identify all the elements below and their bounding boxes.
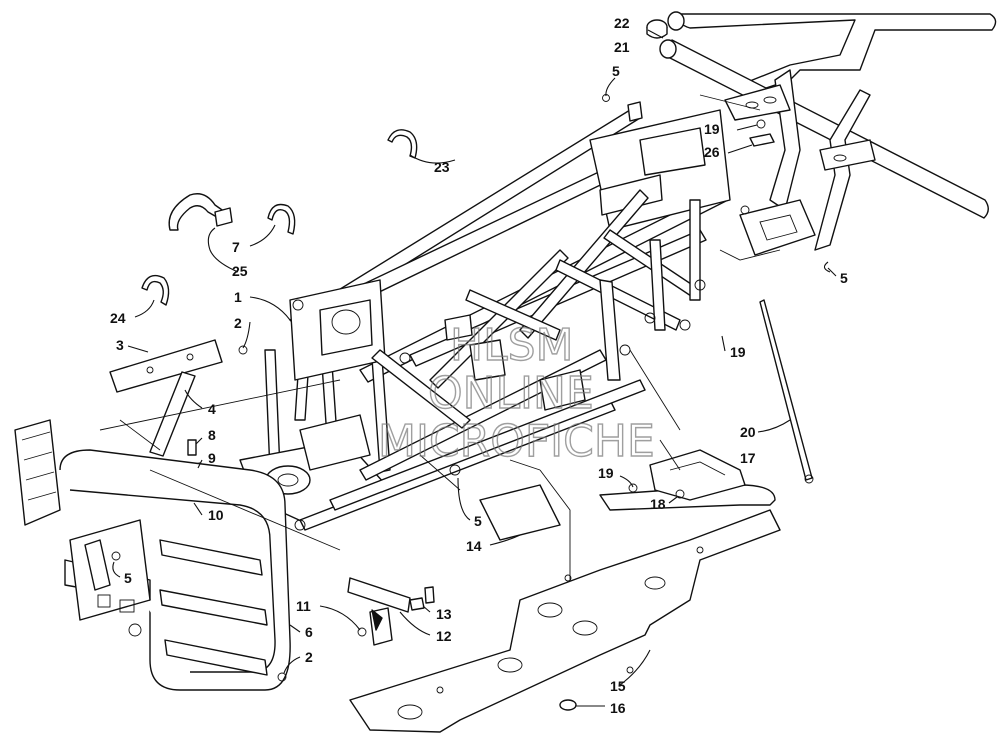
- watermark: HLSM ONLINE MICROFICHE: [377, 319, 655, 467]
- clamp-part-23: [387, 129, 418, 159]
- callout-11: 11: [296, 598, 311, 614]
- callout-5-bumper: 5: [124, 570, 132, 586]
- callout-24: 24: [110, 310, 126, 326]
- callout-20: 20: [740, 424, 756, 440]
- front-bumper-part-6: [14, 419, 291, 691]
- callout-22: 22: [614, 15, 630, 31]
- bolt-part-5-top: [602, 94, 643, 122]
- callout-19-top: 19: [704, 121, 720, 137]
- callout-26: 26: [704, 144, 720, 160]
- callout-2-bottom: 2: [305, 649, 313, 665]
- fastener-part-16: [559, 699, 577, 711]
- washer-part-2-top: [238, 345, 248, 355]
- end-cap-part: [646, 19, 668, 39]
- explode-guides: [99, 94, 781, 580]
- callout-9: 9: [208, 450, 216, 466]
- callout-17: 17: [740, 450, 756, 466]
- leader-lines: [112, 29, 837, 707]
- callout-5-right: 5: [840, 270, 848, 286]
- callout-8: 8: [208, 427, 216, 443]
- callout-21: 21: [614, 39, 630, 55]
- main-frame: [239, 109, 816, 531]
- callout-7: 7: [232, 239, 240, 255]
- callout-25: 25: [232, 263, 248, 279]
- callout-19-mid: 19: [730, 344, 746, 360]
- watermark-line-2: ONLINE: [428, 368, 594, 419]
- callout-14: 14: [466, 538, 482, 554]
- callout-5-center: 5: [474, 513, 482, 529]
- clamp-part-7: [267, 203, 296, 235]
- callout-12: 12: [436, 628, 452, 644]
- callout-3: 3: [116, 337, 124, 353]
- callout-13: 13: [436, 606, 452, 622]
- callout-23: 23: [434, 159, 450, 175]
- rear-rack-tube: [659, 11, 997, 251]
- strap-part-25: [168, 193, 233, 231]
- clamp-part-24: [141, 274, 170, 306]
- callout-4: 4: [208, 401, 216, 417]
- watermark-line-3: MICROFICHE: [378, 416, 655, 467]
- callout-19-low: 19: [598, 465, 614, 481]
- callout-18: 18: [650, 496, 666, 512]
- callout-10: 10: [208, 507, 224, 523]
- callout-6: 6: [305, 624, 313, 640]
- watermark-line-1: HLSM: [450, 320, 574, 371]
- brace-part-4: [149, 371, 196, 457]
- floorboard-part-15: [349, 509, 781, 733]
- callout-1: 1: [234, 289, 242, 305]
- bracket-parts-11-12-13: [347, 577, 435, 646]
- callout-5-top: 5: [612, 63, 620, 79]
- rod-part-20: [759, 299, 814, 484]
- callout-16: 16: [610, 700, 626, 716]
- bracket-part-3: [109, 339, 223, 393]
- washer-part-2-bottom: [277, 672, 287, 682]
- skid-plate-part-14: [479, 484, 561, 541]
- footrest-bracket-part-17: [599, 449, 776, 511]
- callout-labels: 22 21 5 19 26 23 7 25 5 1 24 2 3 19 4 8 …: [110, 15, 848, 716]
- callout-2-top: 2: [234, 315, 242, 331]
- nut-part-19-26: [749, 119, 775, 147]
- callout-15: 15: [610, 678, 626, 694]
